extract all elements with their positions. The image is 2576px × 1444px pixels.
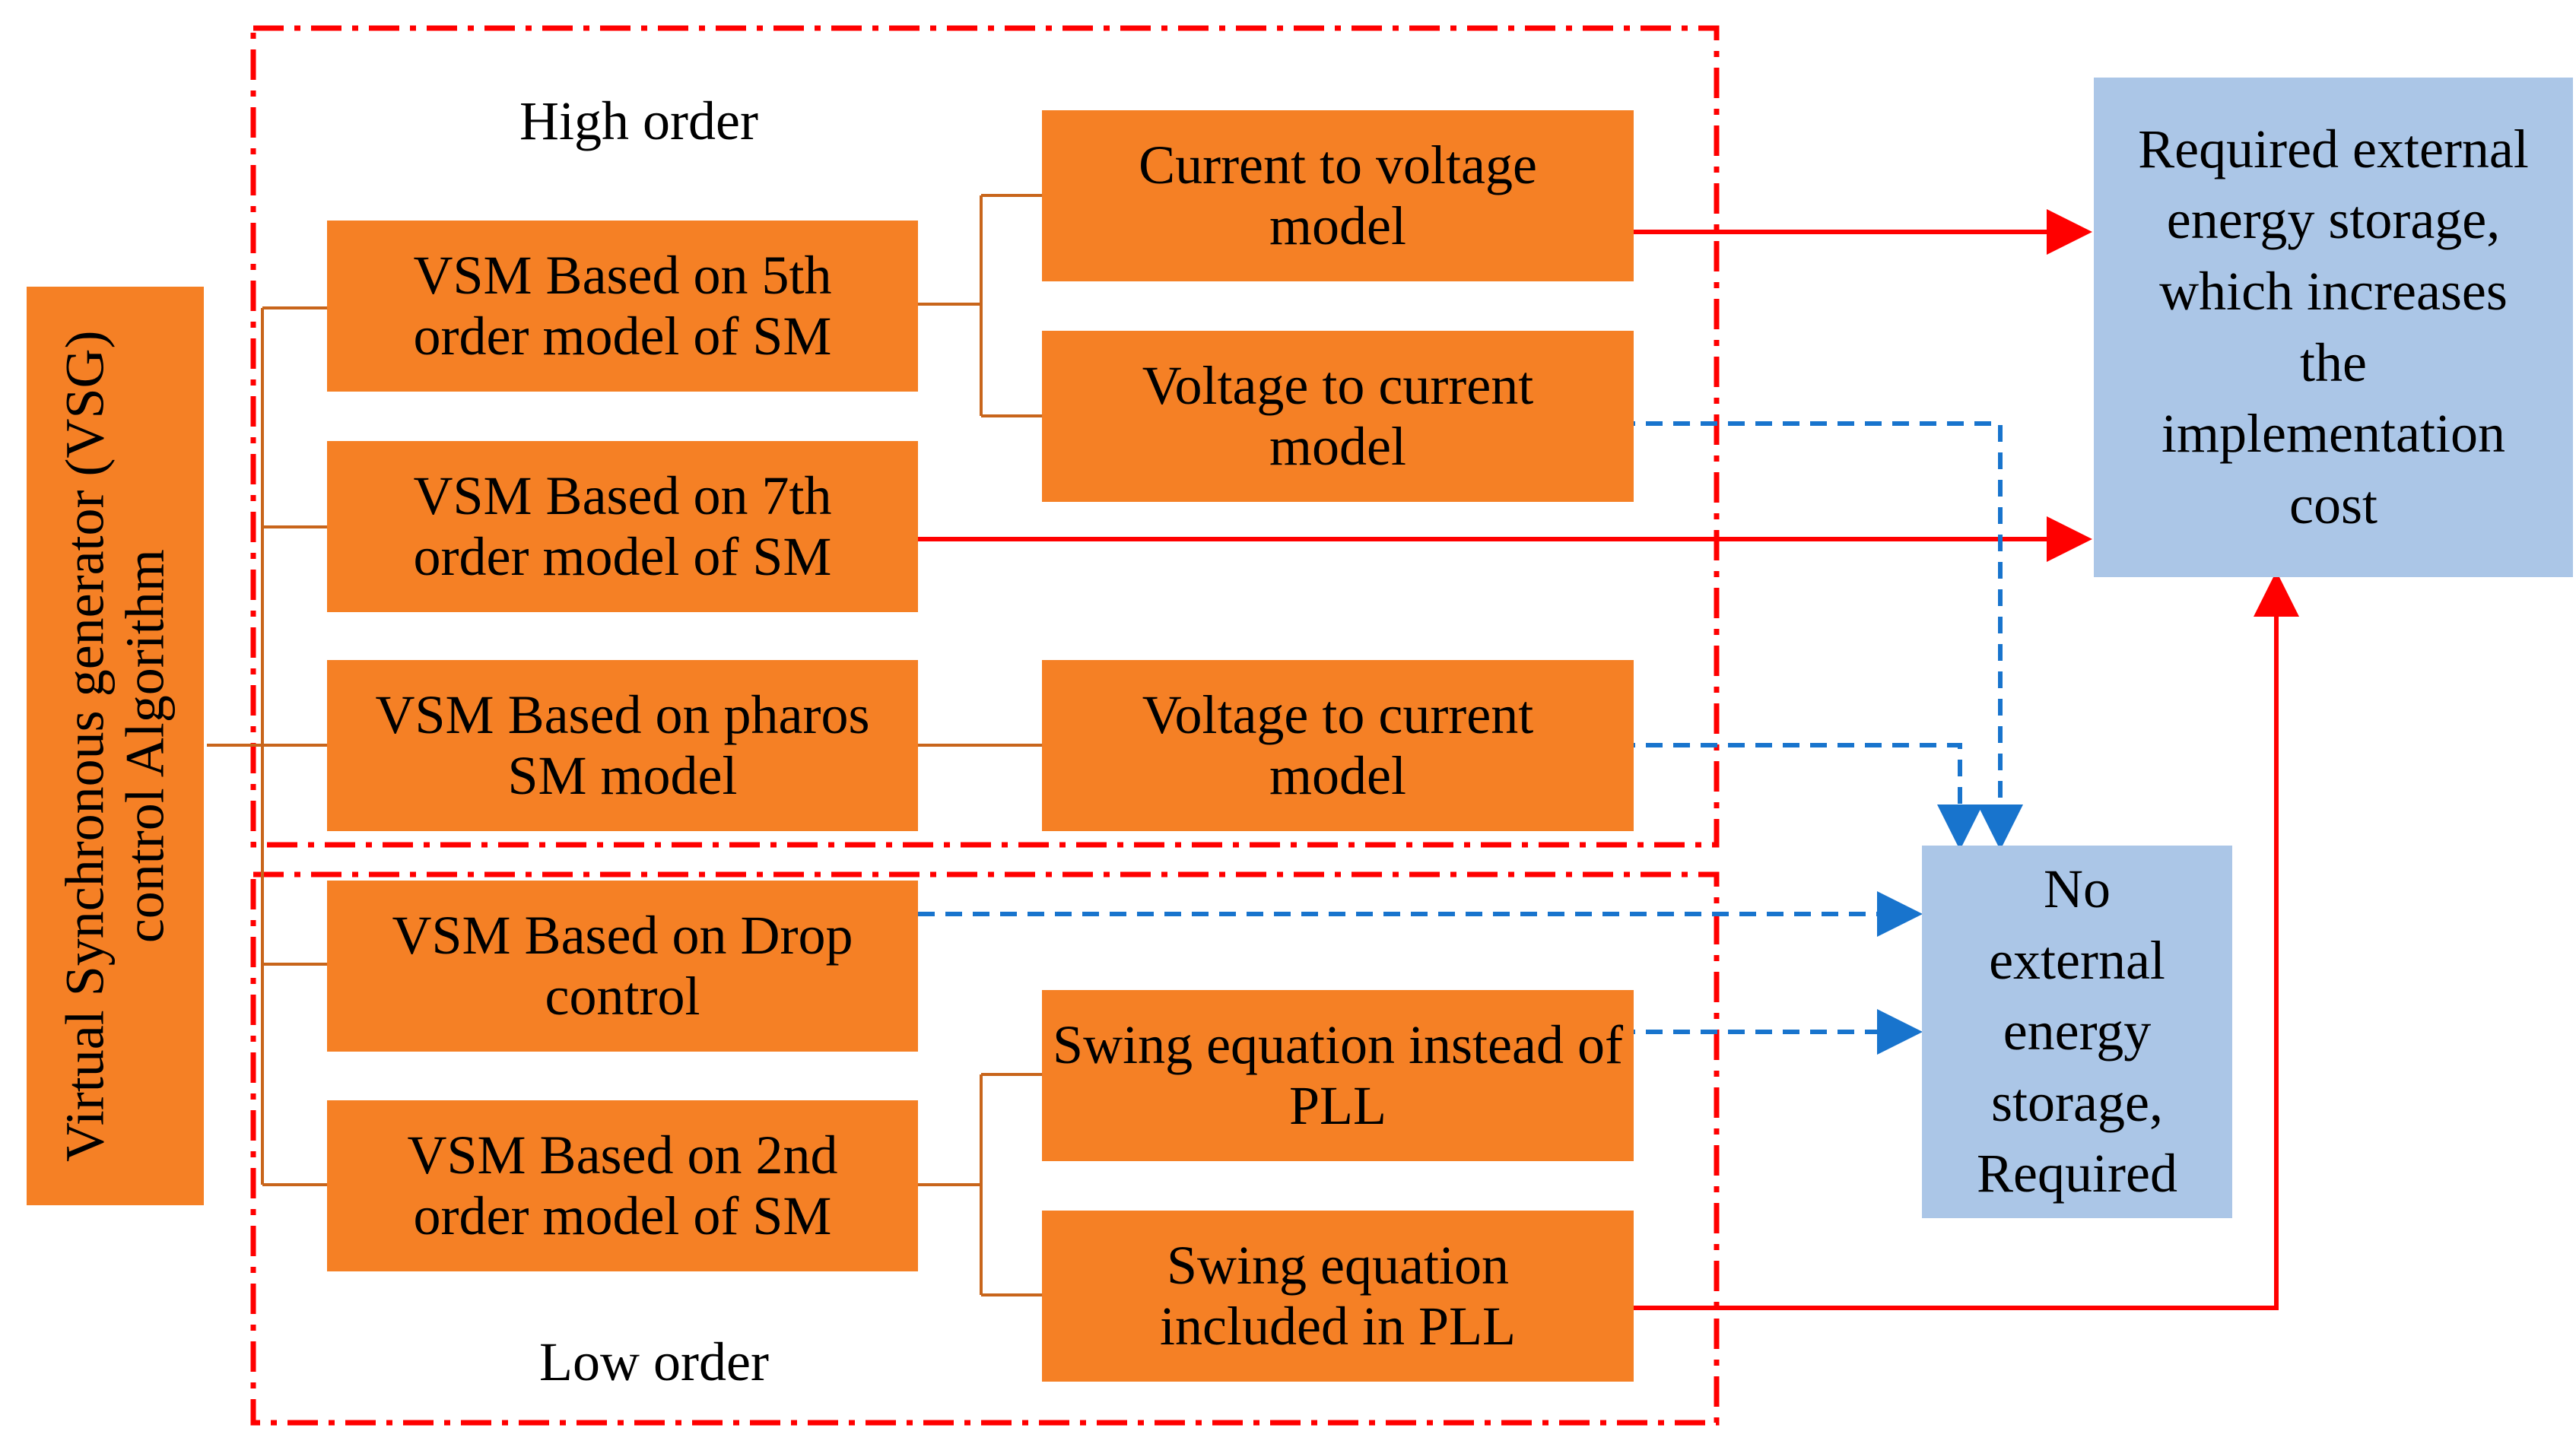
root-line-2: control Algorithm — [114, 549, 176, 943]
submodel-current-to-voltage-label: Current to voltage model — [1139, 135, 1537, 256]
submodel-swing-instead-of-pll-label: Swing equation instead of PLL — [1053, 1014, 1623, 1136]
tree-connectors — [207, 194, 1042, 1296]
submodel-swing-instead-of-pll: Swing equation instead of PLL — [1042, 990, 1634, 1161]
method-vsm-5th-order: VSM Based on 5th order model of SM — [327, 221, 918, 392]
outcome-required-storage: Required external energy storage, which … — [2094, 78, 2573, 577]
high-order-label: High order — [519, 90, 758, 151]
method-vsm-7th-order: VSM Based on 7th order model of SM — [327, 441, 918, 612]
outcome-required-storage-label: Required external energy storage, which … — [2138, 118, 2529, 535]
root-vsg-box: Virtual Synchronous generator (VSG) cont… — [27, 287, 204, 1205]
root-line-1: Virtual Synchronous generator (VSG) — [54, 330, 116, 1162]
method-vsm-drop-control: VSM Based on Drop control — [327, 881, 918, 1052]
submodel-voltage-to-current-a-label: Voltage to current model — [1142, 355, 1534, 477]
low-order-group-border — [250, 871, 1720, 1426]
method-vsm-5th-order-label: VSM Based on 5th order model of SM — [413, 245, 832, 367]
root-vsg-label: Virtual Synchronous generator (VSG) cont… — [54, 330, 176, 1162]
submodel-voltage-to-current-a: Voltage to current model — [1042, 331, 1634, 502]
submodel-swing-included-in-pll: Swing equation included in PLL — [1042, 1211, 1634, 1382]
required-storage-arrows — [918, 209, 2299, 1310]
outcome-no-storage: No external energy storage, Required — [1922, 846, 2232, 1218]
low-order-label: Low order — [539, 1331, 769, 1392]
submodel-voltage-to-current-b-label: Voltage to current model — [1142, 684, 1534, 806]
method-vsm-pharos: VSM Based on pharos SM model — [327, 660, 918, 831]
submodel-swing-included-in-pll-label: Swing equation included in PLL — [1160, 1235, 1516, 1357]
method-vsm-drop-control-label: VSM Based on Drop control — [392, 905, 853, 1027]
submodel-voltage-to-current-b: Voltage to current model — [1042, 660, 1634, 831]
method-vsm-7th-order-label: VSM Based on 7th order model of SM — [413, 465, 832, 587]
no-storage-arrows — [918, 421, 2023, 1055]
method-vsm-pharos-label: VSM Based on pharos SM model — [375, 684, 870, 806]
submodel-current-to-voltage: Current to voltage model — [1042, 110, 1634, 281]
method-vsm-2nd-order-label: VSM Based on 2nd order model of SM — [407, 1125, 838, 1246]
method-vsm-2nd-order: VSM Based on 2nd order model of SM — [327, 1100, 918, 1271]
high-order-group-border — [250, 25, 1720, 848]
outcome-no-storage-label: No external energy storage, Required — [1977, 858, 2177, 1204]
